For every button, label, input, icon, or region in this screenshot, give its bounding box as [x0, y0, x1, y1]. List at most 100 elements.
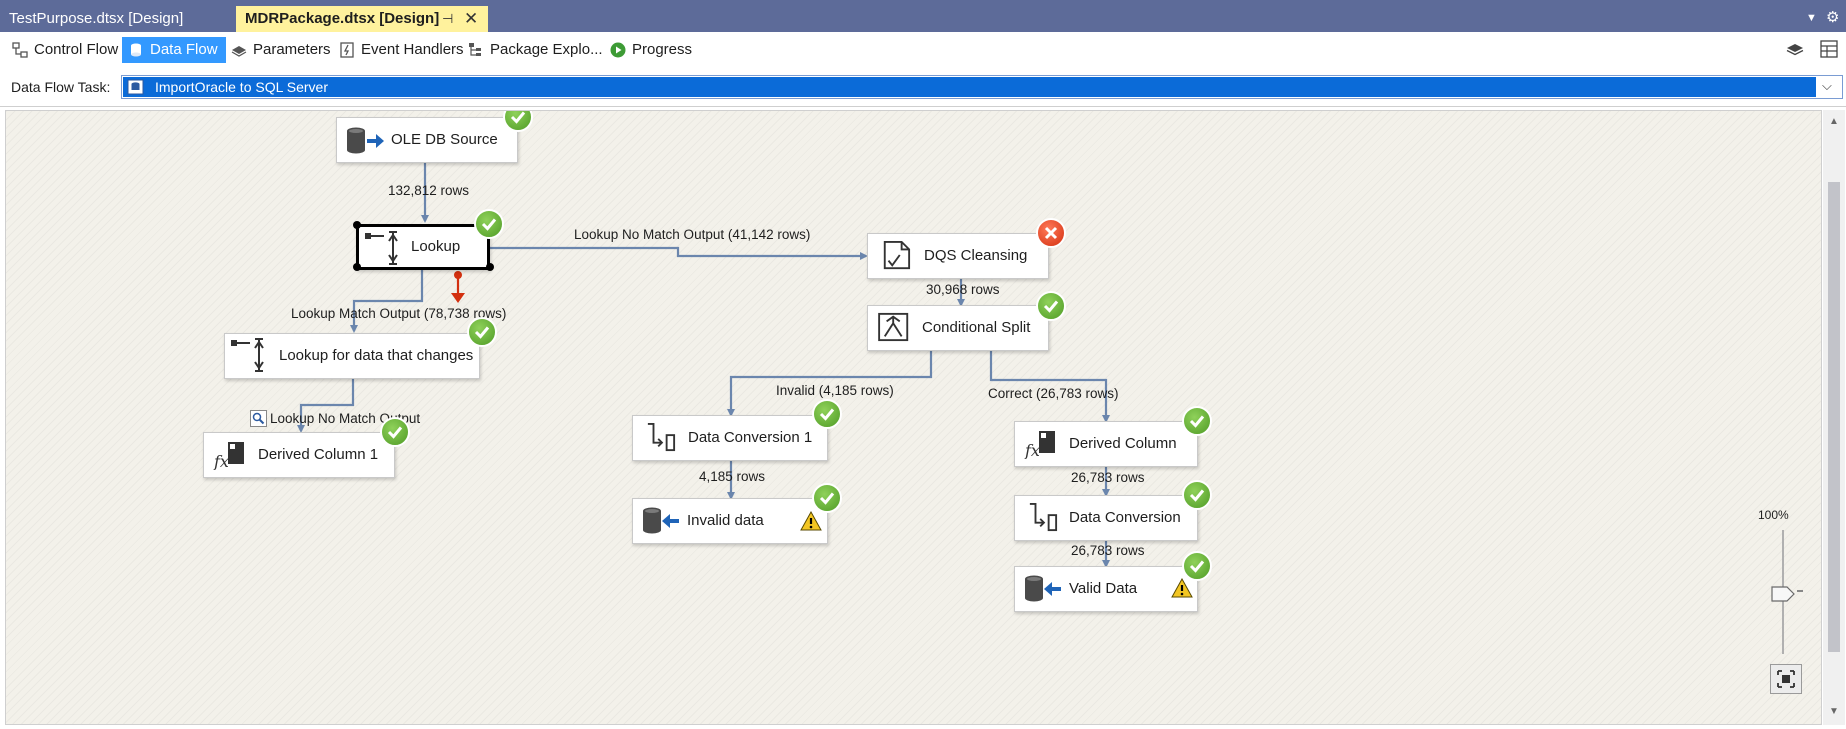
tab-label: Data Flow: [150, 41, 218, 58]
tab-progress[interactable]: Progress: [604, 37, 700, 63]
path-label: 132,812 rows: [388, 183, 470, 198]
event-handlers-icon: [340, 42, 354, 58]
success-check-icon: [474, 209, 504, 239]
zoom-level-label: 100%: [1758, 508, 1789, 522]
data-paths-layer: [297, 163, 1110, 568]
component-lookup-changes[interactable]: Lookup for data that changes: [224, 333, 480, 379]
tab-label: Event Handlers: [361, 41, 464, 58]
error-output-arrow[interactable]: [451, 271, 465, 303]
resize-handle[interactable]: [353, 263, 361, 271]
fit-to-window-icon: [1777, 670, 1795, 688]
component-label: Lookup: [411, 238, 461, 255]
path-label: 26,783 rows: [1071, 543, 1145, 558]
success-check-icon: [467, 317, 497, 347]
path-label: Lookup Match Output (78,738 rows): [291, 306, 507, 321]
vertical-scrollbar[interactable]: ▲ ▼: [1823, 110, 1845, 725]
variables-icon[interactable]: [1820, 40, 1838, 58]
zoom-tick: [1797, 590, 1803, 592]
control-flow-icon: [12, 42, 28, 58]
parameters-icon: [231, 46, 247, 57]
component-ole-db-source[interactable]: OLE DB Source: [336, 117, 518, 163]
svg-text:fx: fx: [1024, 441, 1040, 459]
lookup-icon: [365, 231, 398, 265]
tab-label: Progress: [632, 41, 693, 58]
data-flow-icon: [131, 43, 141, 57]
package-explorer-icon: [469, 43, 481, 56]
tab-control-flow[interactable]: Control Flow: [6, 37, 126, 63]
component-derived-column-1[interactable]: fx Derived Column 1: [203, 432, 395, 478]
tab-event-handlers[interactable]: Event Handlers: [333, 37, 472, 63]
component-label: DQS Cleansing: [924, 247, 1028, 264]
path-split-to-derived[interactable]: [989, 350, 1110, 423]
path-label: Correct (26,783 rows): [988, 386, 1119, 401]
success-check-icon: [812, 399, 842, 429]
component-dqs-cleansing[interactable]: DQS Cleansing: [867, 233, 1049, 279]
tab-parameters[interactable]: Parameters: [225, 37, 339, 63]
component-conditional-split[interactable]: Conditional Split: [867, 305, 1049, 351]
path-lookup-to-lookup-changes[interactable]: [350, 267, 424, 333]
tab-label: Parameters: [253, 41, 331, 58]
path-lookup-to-dqs[interactable]: [490, 246, 868, 260]
component-invalid-data[interactable]: Invalid data: [632, 498, 828, 544]
component-label: OLE DB Source: [391, 131, 498, 148]
data-conversion-icon: [647, 422, 676, 452]
tab-data-flow[interactable]: Data Flow: [122, 37, 226, 63]
success-check-icon: [1182, 406, 1212, 436]
component-lookup[interactable]: Lookup: [356, 224, 490, 270]
success-check-icon: [1182, 551, 1212, 581]
path-lookup-changes-to-derived-1[interactable]: [297, 379, 355, 433]
data-viewer-icon[interactable]: [250, 410, 267, 427]
warning-icon[interactable]: [1171, 578, 1193, 598]
path-split-to-dataconv-1[interactable]: [727, 350, 933, 417]
success-check-icon: [1182, 480, 1212, 510]
component-derived-column[interactable]: fx Derived Column: [1014, 421, 1198, 467]
data-flow-task-label: Data Flow Task:: [11, 79, 111, 95]
data-flow-design-surface[interactable]: 132,812 rows Lookup No Match Output (41,…: [5, 110, 1822, 725]
gear-icon[interactable]: ⚙: [1826, 9, 1840, 26]
doc-tab-label: MDRPackage.dtsx [Design]: [245, 10, 440, 27]
data-flow-task-select[interactable]: ImportOracle to SQL Server ⌵: [121, 75, 1843, 99]
path-label: Invalid (4,185 rows): [776, 383, 894, 398]
zoom-slider-thumb[interactable]: [1771, 586, 1795, 602]
warning-icon[interactable]: [800, 511, 822, 531]
success-check-icon: [380, 417, 410, 447]
zoom-layers-icon[interactable]: [1786, 42, 1804, 56]
derived-column-icon: fx: [1024, 431, 1055, 459]
derived-column-icon: fx: [213, 442, 244, 470]
component-label: Conditional Split: [922, 319, 1031, 336]
scrollbar-thumb[interactable]: [1828, 182, 1840, 652]
success-check-icon: [812, 483, 842, 513]
path-label: 4,185 rows: [699, 469, 766, 484]
database-source-icon: [347, 127, 384, 154]
database-destination-icon: [643, 507, 679, 534]
designer-toolbar: Control Flow Data Flow Parameters Event …: [0, 32, 1846, 69]
lookup-icon: [231, 338, 264, 372]
svg-text:fx: fx: [213, 452, 229, 470]
zoom-to-fit-button[interactable]: [1770, 664, 1802, 694]
resize-handle[interactable]: [486, 263, 494, 271]
resize-handle[interactable]: [353, 221, 361, 229]
tab-dropdown-icon[interactable]: ▼: [1806, 12, 1817, 24]
component-data-conversion[interactable]: Data Conversion: [1014, 495, 1198, 541]
component-label: Derived Column: [1069, 435, 1177, 452]
close-icon[interactable]: ✕: [464, 9, 479, 28]
data-conversion-icon: [1029, 502, 1058, 532]
scroll-down-icon[interactable]: ▼: [1829, 706, 1839, 717]
scroll-up-icon[interactable]: ▲: [1829, 116, 1839, 127]
document-tab-bar: TestPurpose.dtsx [Design] MDRPackage.dts…: [0, 0, 1846, 32]
error-x-icon: [1036, 218, 1066, 248]
doc-tab-testpurpose[interactable]: TestPurpose.dtsx [Design]: [0, 6, 236, 32]
selected-task-highlight: ImportOracle to SQL Server: [123, 77, 1816, 97]
path-label: 26,783 rows: [1071, 470, 1145, 485]
path-label: Lookup No Match Output (41,142 rows): [574, 227, 811, 242]
component-valid-data[interactable]: Valid Data: [1014, 566, 1198, 612]
doc-tab-mdrpackage[interactable]: MDRPackage.dtsx [Design] ⊣ ✕: [236, 6, 488, 32]
tab-package-explorer[interactable]: Package Explo...: [462, 37, 611, 63]
pin-icon[interactable]: ⊣: [442, 11, 454, 26]
component-label: Valid Data: [1069, 580, 1138, 597]
path-label: 30,968 rows: [926, 282, 1000, 297]
component-data-conversion-1[interactable]: Data Conversion 1: [632, 415, 828, 461]
data-flow-task-icon: [127, 79, 144, 95]
dqs-cleansing-icon: [883, 240, 911, 270]
chevron-down-icon[interactable]: ⌵: [1822, 78, 1832, 93]
